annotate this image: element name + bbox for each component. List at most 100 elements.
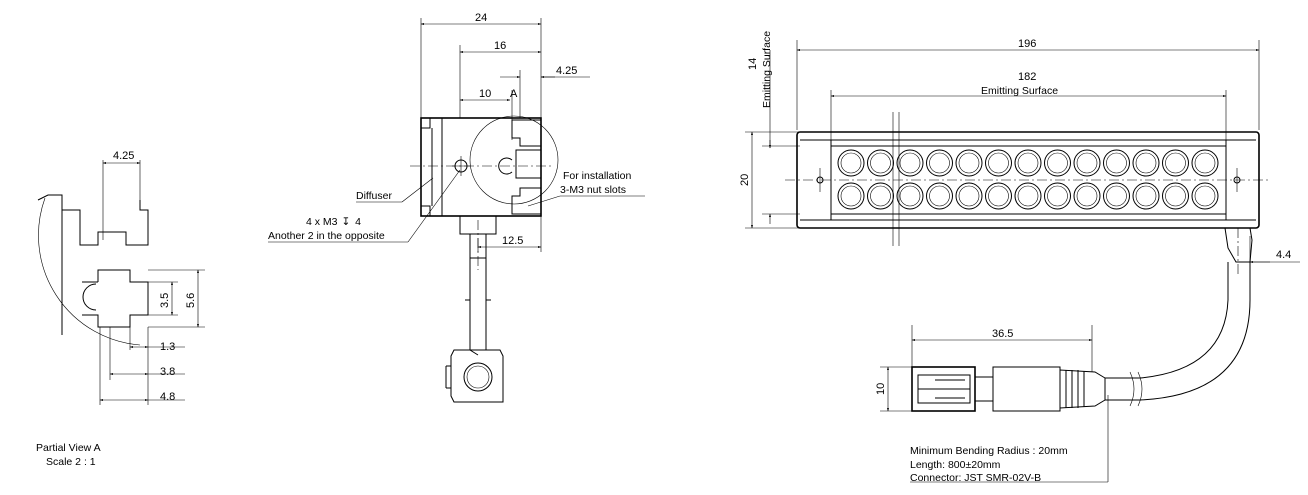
led bbox=[1103, 149, 1130, 177]
front-label-emit-surface-vertical: Emitting Surface bbox=[761, 31, 773, 108]
led-lens bbox=[1165, 185, 1186, 207]
front-dim-length: 196 bbox=[1018, 38, 1036, 50]
led-lens bbox=[958, 185, 980, 207]
led-lens bbox=[870, 185, 891, 207]
front-dim-cable-offset: 4.4 bbox=[1276, 249, 1291, 261]
connector-body bbox=[992, 366, 1061, 412]
led-lens bbox=[958, 152, 980, 174]
front-view: 196 182 Emitting Surface 14 Emitting Sur… bbox=[739, 31, 1300, 484]
led-lens bbox=[899, 185, 921, 207]
led-lens bbox=[1017, 152, 1039, 174]
connector-boot bbox=[1059, 369, 1106, 409]
led bbox=[1014, 182, 1042, 210]
cable-inner bbox=[1139, 262, 1251, 401]
led-lens bbox=[988, 185, 1009, 207]
led bbox=[1044, 182, 1071, 210]
side-dim-16: 16 bbox=[494, 40, 506, 52]
led bbox=[1044, 149, 1071, 177]
led-lens bbox=[1047, 152, 1068, 174]
led-lens bbox=[1076, 185, 1098, 207]
side-view: 24 16 4.25 10 A bbox=[268, 12, 645, 403]
led bbox=[926, 149, 953, 177]
led-lens bbox=[1106, 152, 1127, 174]
led-lens bbox=[929, 152, 950, 174]
front-cable-exit bbox=[1224, 227, 1253, 263]
partial-view-clip bbox=[82, 283, 97, 311]
side-dim-width: 24 bbox=[475, 12, 487, 24]
label-screw: 4 x M3 ↧ 4 bbox=[306, 216, 361, 228]
led bbox=[896, 182, 924, 210]
front-label-emit-surface: Emitting Surface bbox=[981, 85, 1058, 97]
led bbox=[985, 149, 1012, 177]
partial-dim-depth-1: 1.3 bbox=[160, 341, 175, 353]
connector-housing bbox=[911, 366, 976, 412]
led bbox=[1103, 182, 1130, 210]
spec-connector: Connector: JST SMR-02V-B bbox=[910, 472, 1041, 484]
partial-view-boundary bbox=[38, 197, 141, 346]
led-lens bbox=[840, 185, 862, 207]
partial-dim-depth-2: 3.8 bbox=[160, 366, 175, 378]
led bbox=[1162, 182, 1189, 210]
partial-dim-top: 4.25 bbox=[113, 150, 134, 162]
partial-dim-depth-3: 4.8 bbox=[160, 391, 175, 403]
side-cable bbox=[469, 258, 487, 356]
side-view-marker-a: A bbox=[510, 88, 518, 100]
led bbox=[1014, 149, 1042, 177]
partial-dim-slot-outer: 5.6 bbox=[185, 293, 197, 308]
led bbox=[955, 149, 983, 177]
partial-view-housing-top bbox=[37, 194, 149, 246]
led bbox=[1132, 149, 1160, 177]
led-lens bbox=[929, 185, 950, 207]
front-dim-connector-height: 10 bbox=[875, 383, 887, 395]
side-connector bbox=[450, 349, 504, 403]
led-lens bbox=[1076, 152, 1098, 174]
led-lens bbox=[899, 152, 921, 174]
led bbox=[896, 149, 924, 177]
label-diffuser: Diffuser bbox=[356, 190, 392, 202]
front-dim-height: 20 bbox=[739, 174, 751, 186]
led bbox=[867, 149, 894, 177]
led-lens bbox=[1017, 185, 1039, 207]
led-lens bbox=[1047, 185, 1068, 207]
led bbox=[1132, 182, 1160, 210]
led-lens bbox=[1135, 185, 1157, 207]
front-dim-emit-height: 14 bbox=[747, 58, 759, 70]
side-dim-4-25: 4.25 bbox=[556, 65, 577, 77]
led-lens bbox=[870, 152, 891, 174]
partial-view-scale: Scale 2 : 1 bbox=[46, 456, 96, 468]
led bbox=[1191, 149, 1219, 177]
side-dim-12-5: 12.5 bbox=[502, 235, 523, 247]
side-dim-10: 10 bbox=[479, 88, 491, 100]
led-lens bbox=[988, 152, 1009, 174]
led bbox=[1073, 149, 1101, 177]
led-lens bbox=[1106, 185, 1127, 207]
led-lens bbox=[1135, 152, 1157, 174]
side-housing bbox=[420, 117, 542, 217]
led-lens bbox=[1194, 185, 1216, 207]
led bbox=[1162, 149, 1189, 177]
label-opposite: Another 2 in the opposite bbox=[268, 230, 385, 242]
led bbox=[985, 182, 1012, 210]
led bbox=[837, 182, 865, 210]
partial-view-caption: Partial View A bbox=[36, 442, 101, 454]
front-dim-connector: 36.5 bbox=[992, 328, 1013, 340]
side-detail-circle bbox=[469, 115, 559, 205]
led-lens bbox=[1194, 152, 1216, 174]
partial-dim-slot-inner: 3.5 bbox=[159, 293, 171, 308]
cable-outer bbox=[1139, 262, 1229, 379]
front-dim-emit-length: 182 bbox=[1018, 71, 1036, 83]
led-lens bbox=[1165, 152, 1186, 174]
led bbox=[1191, 182, 1219, 210]
led bbox=[955, 182, 983, 210]
label-install-1: For installation bbox=[563, 170, 631, 182]
partial-view-nut-slot bbox=[82, 269, 149, 328]
spec-bending-radius: Minimum Bending Radius : 20mm bbox=[910, 445, 1068, 457]
led-array bbox=[837, 149, 1219, 210]
led bbox=[837, 149, 865, 177]
label-install-2: 3-M3 nut slots bbox=[560, 184, 626, 196]
led bbox=[926, 182, 953, 210]
led-lens bbox=[840, 152, 862, 174]
partial-view-a: 4.25 3.5 5.6 1.3 3.8 4.8 Partial View A … bbox=[36, 150, 205, 468]
spec-length: Length: 800±20mm bbox=[910, 459, 1001, 471]
